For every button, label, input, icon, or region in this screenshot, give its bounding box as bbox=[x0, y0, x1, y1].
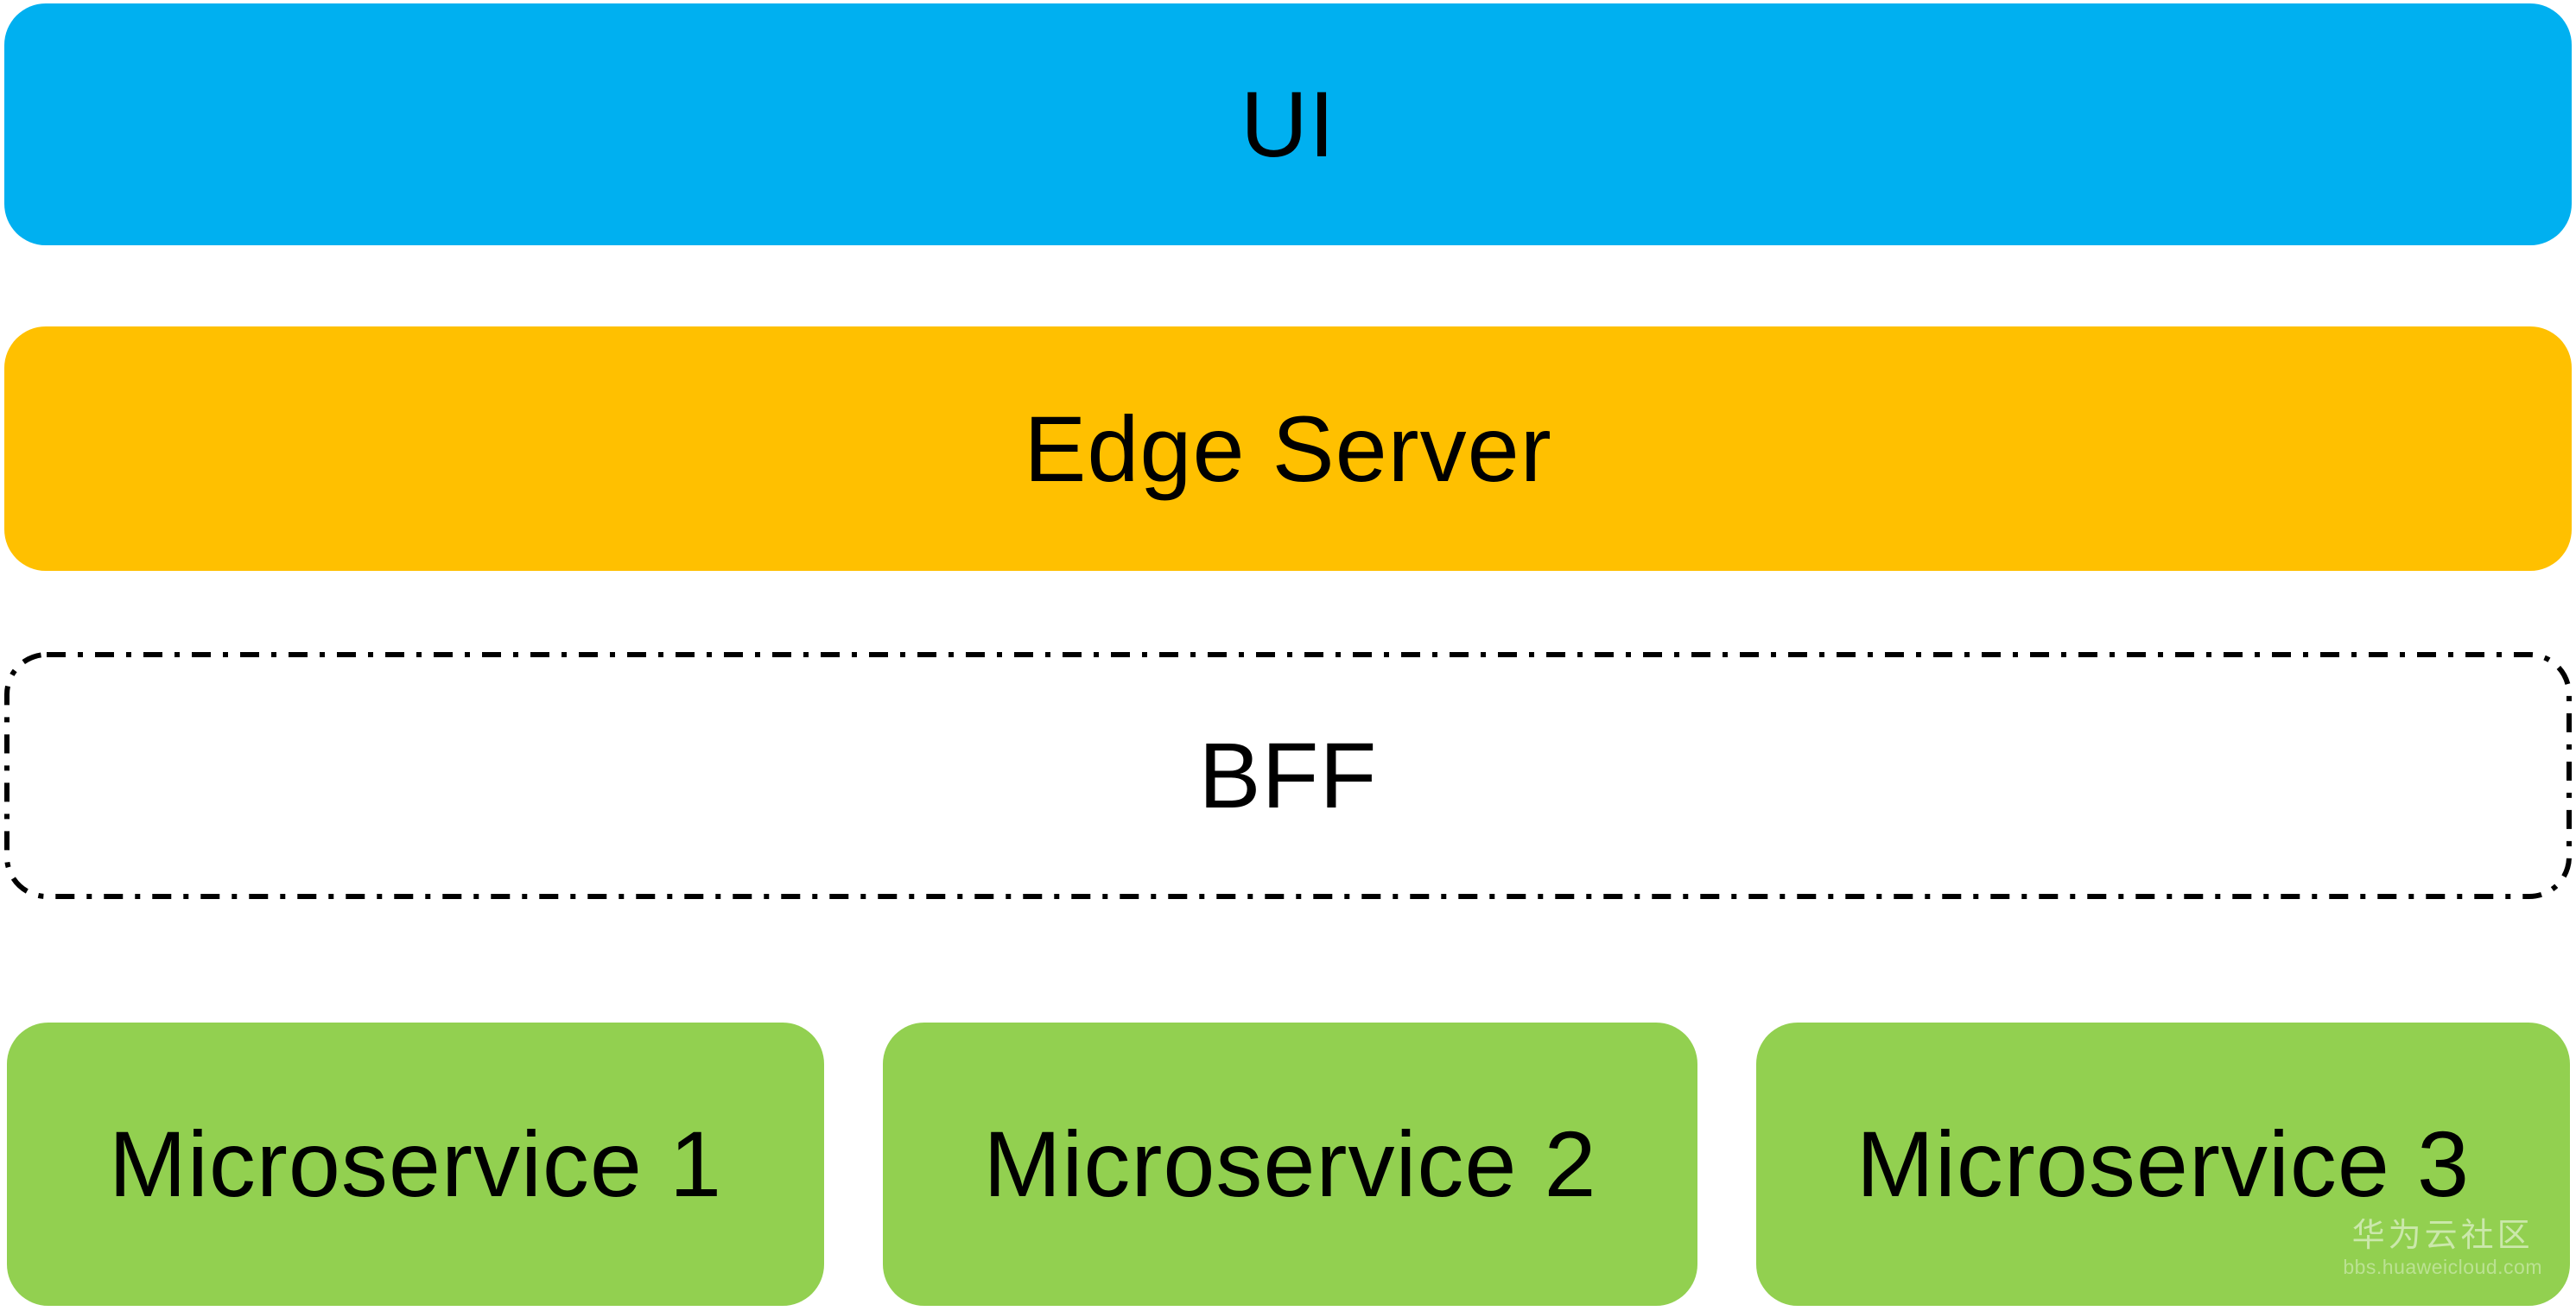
ui-layer-box: UI bbox=[4, 3, 2572, 245]
microservice-3-label: Microservice 3 bbox=[1856, 1112, 2471, 1216]
microservice-2-label: Microservice 2 bbox=[983, 1112, 1597, 1216]
edge-server-layer-label: Edge Server bbox=[1024, 396, 1552, 501]
bff-layer-box: BFF bbox=[4, 652, 2572, 899]
microservice-1-label: Microservice 1 bbox=[108, 1112, 723, 1216]
ui-layer-label: UI bbox=[1240, 72, 1336, 176]
bff-layer-label: BFF bbox=[1198, 723, 1378, 827]
microservice-3-box: Microservice 3 bbox=[1756, 1023, 2570, 1306]
microservice-1-box: Microservice 1 bbox=[7, 1023, 824, 1306]
edge-server-layer-box: Edge Server bbox=[4, 326, 2572, 571]
microservice-2-box: Microservice 2 bbox=[883, 1023, 1697, 1306]
dash-dot-border bbox=[4, 652, 2572, 899]
